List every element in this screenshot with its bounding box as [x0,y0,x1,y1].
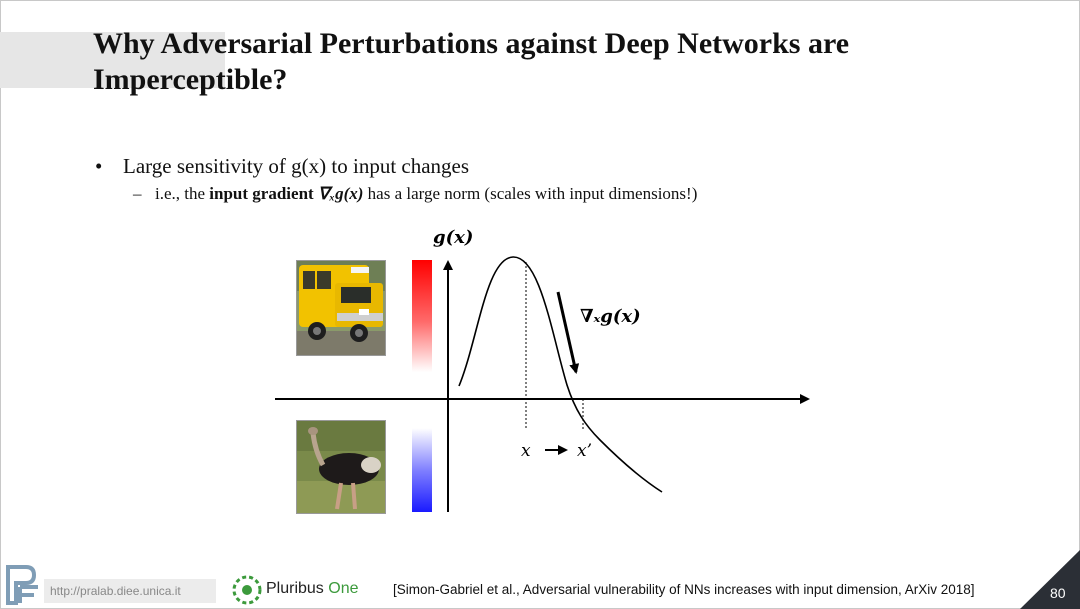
pluribus-one-logo-icon [232,575,262,605]
sub-bullet-suffix: has a large norm (scales with input dime… [363,184,698,203]
slide-title: Why Adversarial Perturbations against De… [93,27,850,96]
pralab-logo-icon [4,563,42,607]
g-curve [458,256,663,493]
sub-bullet-math: ∇ₓg(x) [317,184,364,203]
gradient-label: ∇ₓg(x) [580,306,641,327]
ostrich-photo [296,420,386,514]
page-corner [1020,550,1080,609]
y-axis-label: g(x) [433,227,473,248]
blue-class-bar [412,428,432,512]
title-band [0,32,225,88]
x-label: x [521,441,531,461]
sub-bullet-prefix: i.e., the [155,184,210,203]
citation: [Simon-Gabriel et al., Adversarial vulne… [393,582,975,597]
sub-bullet-marker: – [133,184,142,203]
bullet-marker: • [95,154,103,178]
brand-accent-text: One [328,580,359,597]
sub-bullet-item: –i.e., the input gradient ∇ₓg(x) has a l… [133,184,697,204]
sub-bullet-bold: input gradient [209,184,318,203]
bullet-text: Large sensitivity of g(x) to input chang… [123,154,470,178]
school-bus-photo [296,260,386,356]
red-class-bar [412,260,432,372]
page-number: 80 [1050,585,1066,601]
gradient-arrow [556,291,580,374]
brand-main-text: Pluribus [266,580,329,597]
pluribus-one-brand: Pluribus One [266,580,359,598]
footer-url[interactable]: http://pralab.diee.unica.it [44,579,216,603]
x-prime-label: x’ [577,441,592,461]
